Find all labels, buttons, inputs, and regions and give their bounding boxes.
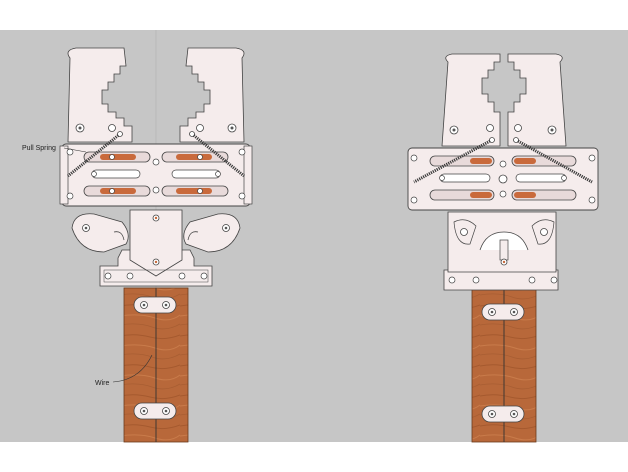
closed-gripper xyxy=(407,53,599,443)
open-gripper: Pull Spring Wire xyxy=(22,47,253,443)
slots-right xyxy=(429,155,577,201)
handle-clamp-lower-left xyxy=(133,402,177,420)
jaw-left-a xyxy=(67,47,133,143)
pull-spring-left-b xyxy=(191,132,245,178)
slots-left xyxy=(83,151,229,197)
pull-spring-leader xyxy=(63,147,87,153)
center-post-left xyxy=(129,209,183,277)
handle-clamp-upper-left xyxy=(133,296,177,314)
wire-label: Wire xyxy=(95,380,109,387)
pull-spring-left-a xyxy=(67,132,121,178)
cam-lever-left-b xyxy=(183,213,241,253)
handle-clamp-upper-right xyxy=(481,303,525,321)
jaw-left-b xyxy=(179,47,245,143)
jaw-right-b xyxy=(507,53,567,147)
wire-leader xyxy=(112,354,153,383)
cam-lever-left-a xyxy=(71,213,129,253)
base-mount-right xyxy=(443,269,559,291)
handle-clamp-lower-right xyxy=(481,405,525,423)
jaw-right-a xyxy=(441,53,501,147)
pull-spring-label: Pull Spring xyxy=(22,145,56,152)
pull-spring-right-a xyxy=(413,138,493,184)
